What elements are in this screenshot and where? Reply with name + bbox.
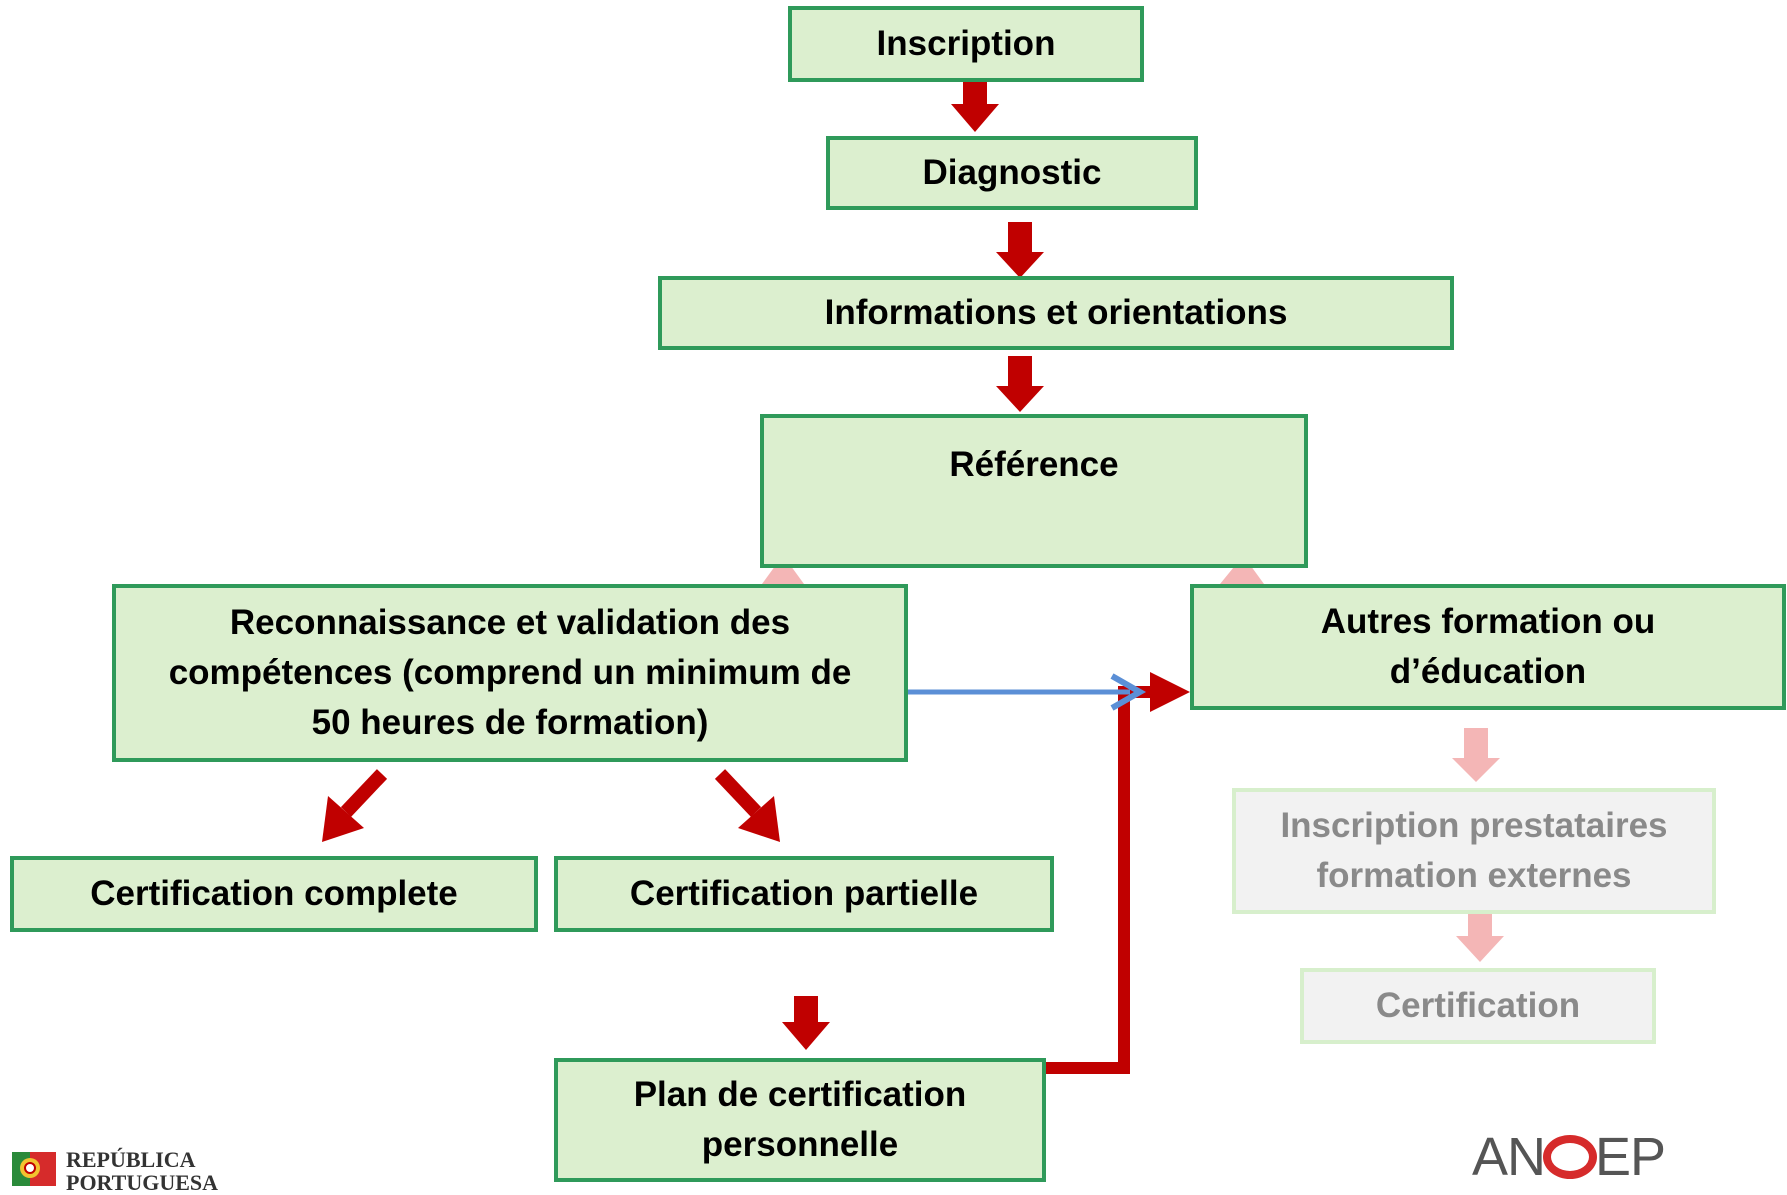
connector-plan-to-autres-head [1150,672,1190,712]
reconnaissance-box: Reconnaissance et validation des compéte… [112,584,908,762]
arrow-autres-to-prestataires [1452,728,1500,782]
informations-label: Informations et orientations [824,293,1288,333]
inscription-prestataires-box: Inscription prestataires formation exter… [1232,788,1716,914]
autres-line-2: d’éducation [1389,652,1587,691]
arrow-to-certification-partielle [714,769,780,842]
informations-box: Informations et orientations [658,276,1454,350]
reconnaissance-line-2: compétences (comprend un minimum de [168,653,852,693]
plan-box: Plan de certification personnelle [554,1058,1046,1182]
reconnaissance-line-1: Reconnaissance et validation des [229,603,791,643]
reference-box: Référence [760,414,1308,568]
certification-complete-label: Certification complete [90,874,458,914]
anqep-prefix: AN [1472,1127,1546,1187]
plan-line-1: Plan de certification [633,1075,967,1115]
certification-partielle-box: Certification partielle [554,856,1054,932]
arrow-diagnostic-to-informations [996,222,1044,278]
reference-label: Référence [949,445,1119,484]
republica-portuguesa-logo: REPÚBLICA PORTUGUESA [12,1142,232,1194]
diagnostic-box: Diagnostic [826,136,1198,210]
portuguesa-text: PORTUGUESA [66,1170,219,1195]
certification-partielle-label: Certification partielle [629,874,979,914]
inscription-label: Inscription [876,24,1056,64]
reconnaissance-line-3: 50 heures de formation) [311,702,709,742]
arrow-prestataires-to-certification [1456,906,1504,962]
prestataires-line-1: Inscription prestataires [1280,806,1668,846]
prestataires-line-2: formation externes [1316,856,1632,895]
arrow-to-certification-complete [322,769,388,842]
inscription-box: Inscription [788,6,1144,82]
certification-label: Certification [1375,986,1581,1026]
arrow-to-plan [782,996,830,1050]
anqep-q-mark-icon [1543,1135,1598,1179]
certification-complete-box: Certification complete [10,856,538,932]
arrow-informations-to-reference [996,356,1044,412]
certification-box: Certification [1300,968,1656,1044]
republica-text: REPÚBLICA [66,1147,196,1172]
plan-line-2: personnelle [701,1125,899,1164]
bidirectional-arrow [869,673,1147,711]
autres-box: Autres formation ou d’éducation [1190,584,1786,710]
diagnostic-label: Diagnostic [922,153,1102,193]
connector-plan-to-autres [1046,686,1150,1074]
anqep-logo: AN EP [1472,1126,1666,1188]
arrow-inscription-to-diagnostic [951,82,999,132]
autres-line-1: Autres formation ou [1320,602,1656,642]
coat-of-arms-icon [12,1152,56,1186]
anqep-suffix: EP [1595,1127,1666,1187]
